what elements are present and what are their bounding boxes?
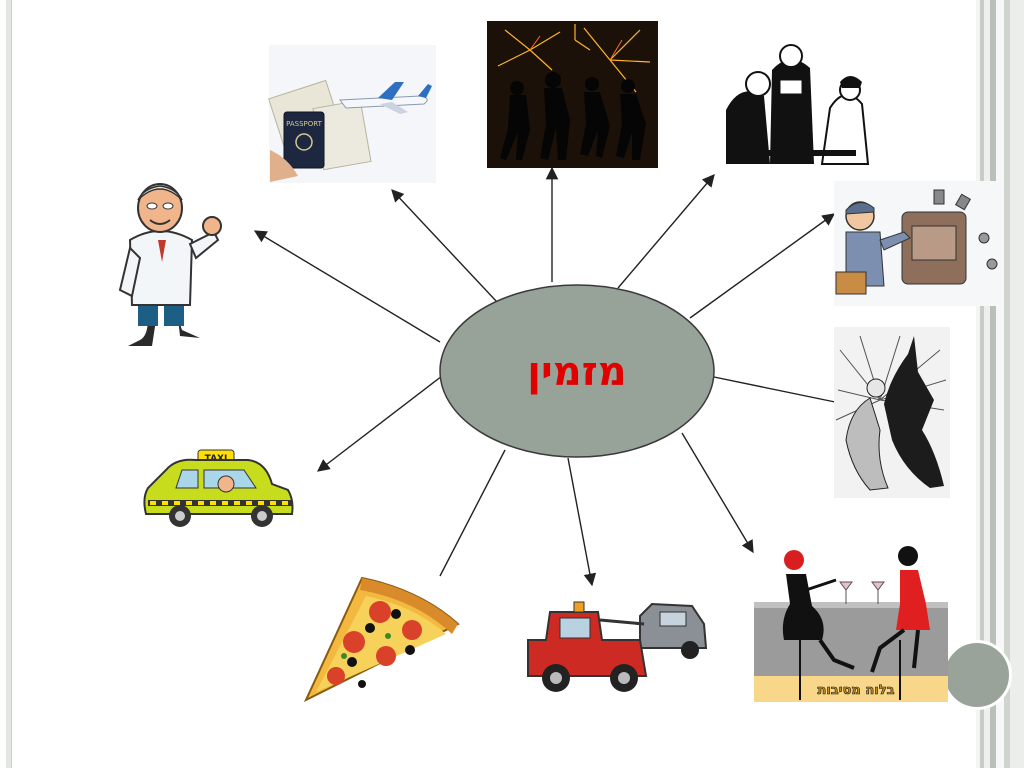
passport-plane-icon: PASSPORT	[268, 45, 436, 183]
arrow-to-towtruck	[567, 457, 597, 587]
arrow-to-waiter	[617, 174, 715, 289]
dancer-icon	[834, 327, 950, 498]
decorative-circle	[942, 640, 1012, 710]
fireworks-dancers-icon	[487, 21, 658, 168]
arrow-to-doctor	[253, 230, 441, 343]
bar-party-icon: בלוה מסיבות	[754, 542, 948, 702]
center-ellipse	[439, 284, 715, 458]
waiter-diners-icon	[722, 40, 882, 166]
taxi-icon: TAXI	[143, 449, 294, 527]
tow-truck-icon	[527, 601, 708, 692]
line-to-dancer	[713, 376, 836, 403]
doctor-icon	[118, 183, 222, 346]
arrow-to-repairman	[689, 213, 836, 319]
arrow-to-taxi	[316, 375, 443, 472]
line-to-pizza	[439, 449, 506, 577]
pizza-slice-icon	[303, 576, 460, 703]
repairman-icon	[834, 181, 1004, 306]
center-label: מזמין	[527, 349, 627, 395]
arrow-to-bar	[681, 432, 754, 554]
left-frame-stripe	[6, 0, 12, 768]
arrow-to-passport	[391, 189, 498, 303]
passport-text: PASSPORT	[286, 120, 323, 128]
bar-sign-text: בלוה מסיבות	[817, 683, 894, 698]
